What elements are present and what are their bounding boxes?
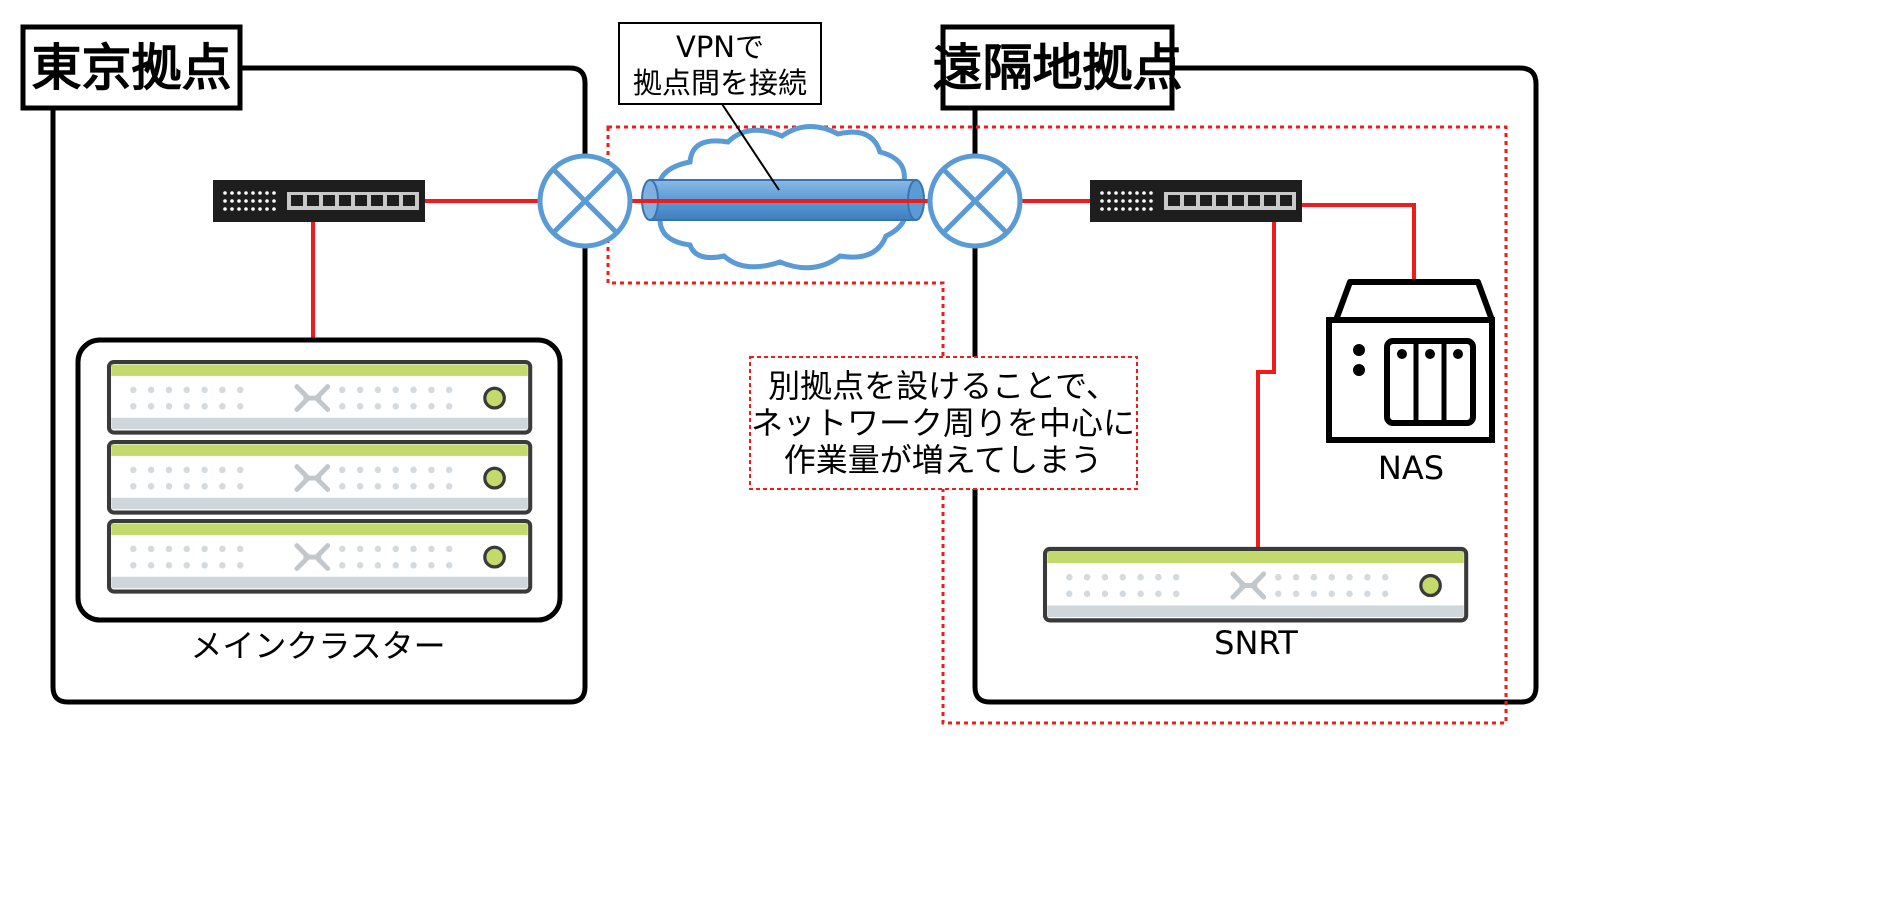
nas-icon	[1326, 279, 1495, 443]
vpn-callout-pointer	[721, 103, 780, 191]
vpn-callout-box	[618, 22, 822, 105]
workload-note-line3: 作業量が増えてしまう	[784, 441, 1102, 479]
dotted-scope-border	[606, 125, 1508, 725]
server-icon	[109, 362, 530, 433]
main-cluster: メインクラスター	[75, 337, 563, 665]
server-icon	[109, 521, 530, 592]
router-icon	[930, 156, 1020, 246]
server-icon	[1045, 549, 1466, 620]
remote-site-label-box	[940, 24, 1175, 111]
workload-note-line1: 別拠点を設けることで、	[768, 367, 1118, 405]
vpn-callout-line2: 拠点間を接続	[633, 66, 807, 100]
vpn-callout-line1: VPNで	[676, 30, 764, 64]
link-remote-switch-snrt	[1256, 205, 1276, 548]
server-icon	[109, 442, 530, 513]
nas-label: NAS	[1378, 449, 1444, 487]
remote-site-frame	[972, 65, 1539, 705]
remote-site: 遠隔地拠点	[933, 24, 1539, 705]
tokyo-site: 東京拠点	[20, 24, 588, 705]
remote-site-label: 遠隔地拠点	[933, 39, 1183, 97]
router-icon	[540, 156, 630, 246]
snrt-label: SNRT	[1214, 624, 1298, 662]
network-links	[311, 199, 1416, 548]
network-switch-icon	[1090, 180, 1302, 222]
tokyo-site-label-box	[20, 24, 243, 111]
link-remote-switch-nas	[1285, 203, 1416, 282]
tokyo-site-frame	[50, 65, 588, 705]
vpn-callout: VPNで 拠点間を接続	[618, 22, 822, 191]
workload-note: 別拠点を設けることで、 ネットワーク周りを中心に 作業量が増えてしまう	[749, 356, 1138, 490]
network-switch-icon	[213, 180, 425, 222]
workload-note-box	[749, 356, 1138, 490]
tokyo-site-label: 東京拠点	[32, 39, 232, 97]
workload-note-line2: ネットワーク周りを中心に	[751, 404, 1135, 442]
main-cluster-label: メインクラスター	[190, 627, 445, 665]
